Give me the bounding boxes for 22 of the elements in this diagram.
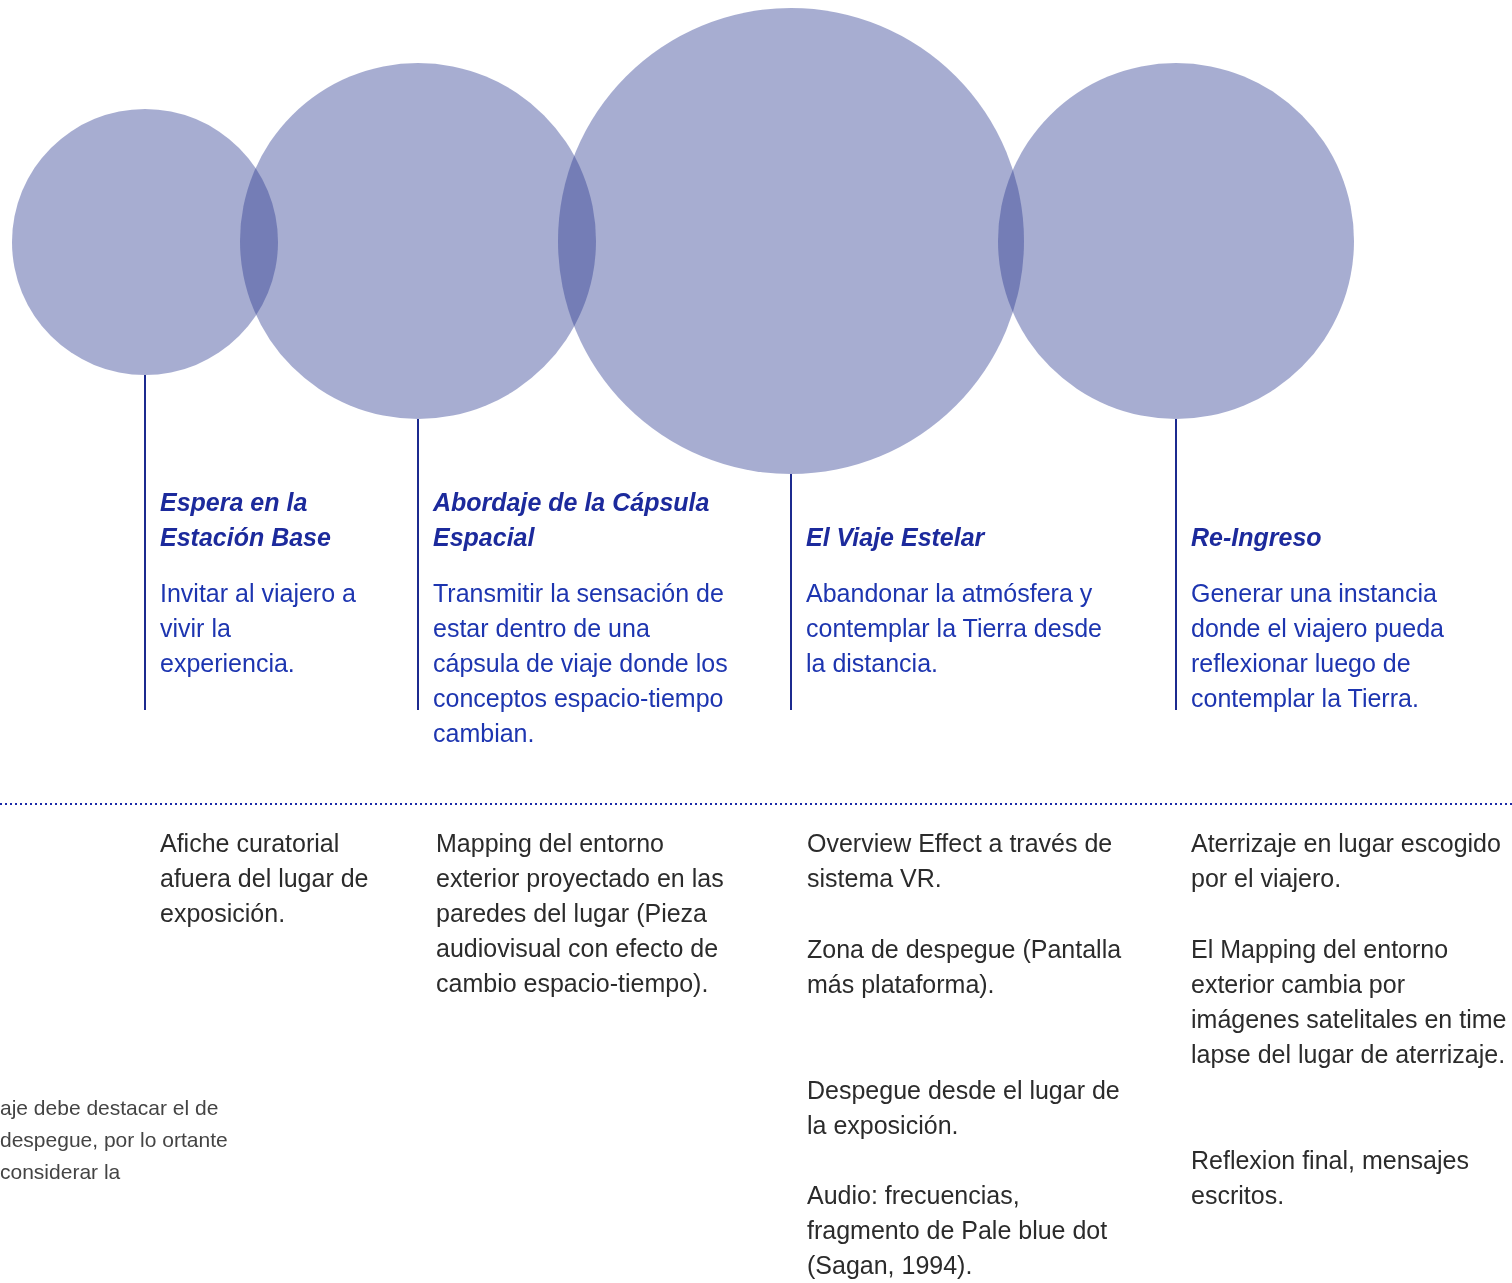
stage-description: Invitar al viajero a vivir la experiencia.	[160, 578, 357, 679]
leader-line	[144, 374, 146, 711]
stage-title: El Viaje Estelar	[806, 522, 987, 553]
stage-title: Espera en la Estación Base	[160, 487, 332, 553]
leader-line	[790, 473, 792, 711]
element-description: El Mapping del entorno exterior cambia por imágenes satelitales en time lapse del lugar de aterrizaje.	[1191, 934, 1508, 1070]
element-description: Despegue desde el lugar de la exposición.	[807, 1075, 1121, 1141]
element-description: Reflexion final, mensajes escritos.	[1191, 1145, 1470, 1211]
element-description: Zona de despegue (Pantalla más plataforma).	[807, 934, 1123, 1000]
stage-title: Abordaje de la Cápsula Espacial	[433, 487, 711, 553]
note-text: aje debe destacar el de despegue, por lo ortante considerar la	[0, 1095, 229, 1185]
element-description: Aterrizaje en lugar escogido por el viajero.	[1191, 828, 1501, 894]
stage-description: Generar una instancia donde el viajero pueda reflexionar luego de contemplar la Tierra.	[1191, 578, 1445, 714]
element-description: Mapping del entorno exterior proyectado en las paredes del lugar (Pieza audiovisual con efecto de cambio espacio-tiempo).	[436, 828, 725, 999]
element-description: Audio: frecuencias, fragmento de Pale blue dot (Sagan, 1994).	[807, 1180, 1109, 1281]
stage-description: Transmitir la sensación de estar dentro de una cápsula de viaje donde los conceptos espacio-tiempo cambian.	[433, 578, 728, 749]
leader-line	[417, 418, 419, 711]
stage-description: Abandonar la atmósfera y contemplar la Tierra desde la distancia.	[806, 578, 1103, 679]
element-description: Overview Effect a través de sistema VR.	[807, 828, 1114, 894]
leader-line	[1175, 418, 1177, 711]
stage-title: Re-Ingreso	[1191, 522, 1323, 553]
element-description: Afiche curatorial afuera del lugar de exposición.	[160, 828, 370, 929]
